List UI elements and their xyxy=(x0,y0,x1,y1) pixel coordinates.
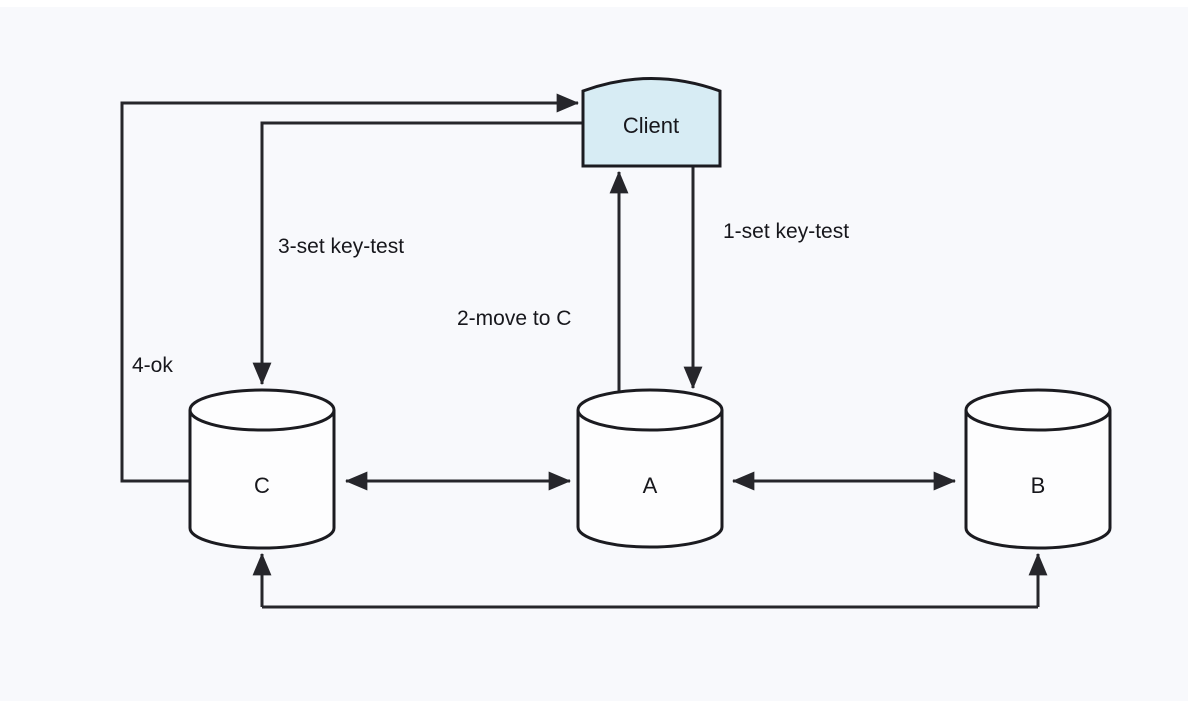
db-a-top xyxy=(576,388,724,432)
edges xyxy=(120,93,1048,609)
label-set-key-c: 3-set key-test xyxy=(278,235,404,258)
node-db-b: B xyxy=(964,388,1112,550)
edge-set-key-client-to-c xyxy=(252,121,583,386)
client-label: Client xyxy=(623,113,679,138)
db-a-label: A xyxy=(643,473,658,498)
label-set-key-a: 1-set key-test xyxy=(723,220,849,243)
db-c-top xyxy=(188,388,336,432)
client-shape xyxy=(581,77,722,168)
node-db-c: C xyxy=(188,388,336,550)
edge-ok-c-to-client xyxy=(120,93,580,483)
label-ok: 4-ok xyxy=(132,354,173,377)
label-move-to-c: 2-move to C xyxy=(457,307,571,330)
db-b-body xyxy=(964,410,1112,550)
db-c-body xyxy=(188,410,336,550)
edge-labels: 3-set key-test 2-move to C 1-set key-tes… xyxy=(132,220,849,377)
node-db-a: A xyxy=(576,388,724,549)
db-c-label: C xyxy=(254,473,270,498)
db-a-body xyxy=(576,410,724,549)
node-client: Client xyxy=(581,77,722,168)
db-b-top xyxy=(964,388,1112,432)
db-b-label: B xyxy=(1031,473,1046,498)
